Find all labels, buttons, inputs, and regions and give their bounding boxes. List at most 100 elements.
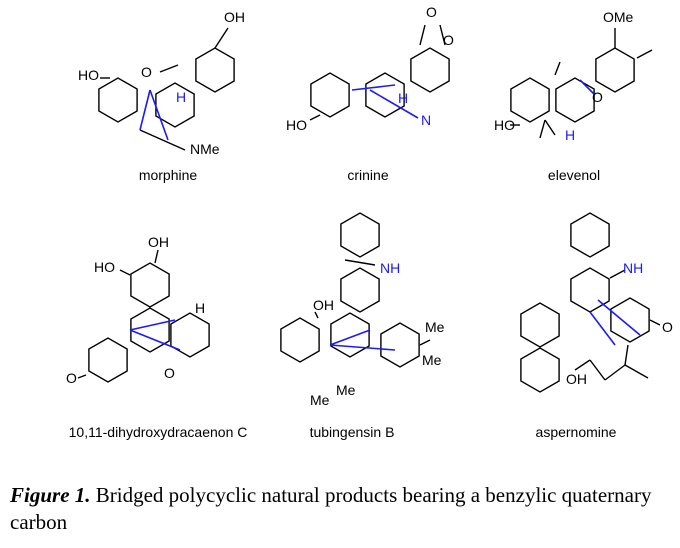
atom-label: O — [66, 370, 77, 386]
atom-label: O — [164, 365, 175, 381]
atom-label: Me — [422, 352, 442, 368]
molecule-name: crinine — [347, 167, 388, 183]
atom-label: HO — [286, 117, 307, 133]
aromatic-ring — [195, 47, 235, 93]
atom-label: H — [195, 300, 205, 316]
atom-label: O — [592, 89, 603, 105]
figure-caption: Figure 1. Bridged polycyclic natural pro… — [10, 482, 678, 536]
molecule-tubingensin-b: NH OH Me Me Me Me tubingensin B — [310, 260, 445, 440]
atom-label: OH — [224, 9, 245, 25]
ring — [280, 317, 320, 363]
molecule-crinine: O O HO H N crinine — [286, 4, 454, 183]
atom-label: H — [565, 127, 575, 143]
ring — [520, 347, 560, 393]
bond — [589, 359, 606, 381]
ring — [510, 77, 550, 123]
atom-label: OH — [148, 234, 169, 250]
bond — [309, 114, 321, 121]
ring — [340, 267, 380, 313]
bond — [139, 89, 151, 131]
aromatic-ring — [570, 212, 610, 258]
atom-label: Me — [336, 382, 356, 398]
atom-label: H — [176, 89, 186, 105]
molecule-elevenol: OMe O HO H elevenol — [494, 9, 634, 183]
atom-label: OH — [313, 297, 334, 313]
molecule-name: 10,11-dihydroxydracaenon C — [69, 424, 248, 440]
bond — [419, 339, 431, 346]
atom-label: O — [443, 32, 454, 48]
bond — [609, 269, 626, 279]
bond — [214, 27, 229, 49]
bond — [439, 24, 446, 46]
atom-label: O — [426, 4, 437, 20]
atom-label: NH — [380, 260, 400, 276]
bond — [77, 374, 87, 379]
aromatic-ring — [130, 262, 170, 308]
atom-label: H — [398, 90, 408, 106]
molecule-name: morphine — [139, 167, 198, 183]
bond — [604, 364, 626, 381]
figure-structures: OH O HO H NMe morphine O O HO H N crinin… — [66, 4, 673, 440]
aromatic-ring — [410, 47, 450, 93]
bond — [344, 259, 376, 266]
atom-label: HO — [78, 67, 99, 83]
molecule-aspernomine: NH O OH aspernomine — [536, 260, 673, 440]
bond — [579, 79, 596, 96]
bond — [149, 89, 169, 141]
caption-label: Figure 1. — [10, 483, 91, 507]
ring — [170, 312, 210, 358]
bond — [159, 64, 179, 73]
ring — [330, 312, 370, 358]
molecule-morphine: OH O HO H NMe morphine — [78, 9, 245, 183]
bond — [329, 329, 371, 346]
ring — [98, 77, 138, 123]
bond — [129, 329, 181, 351]
bond — [636, 49, 653, 59]
ring — [155, 82, 195, 128]
atom-label: O — [662, 319, 673, 335]
bond — [589, 311, 616, 346]
bond — [139, 129, 186, 151]
atom-label: HO — [494, 117, 515, 133]
atom-label: NMe — [190, 141, 220, 157]
ring — [555, 77, 595, 123]
atom-label: Me — [310, 392, 330, 408]
ring — [380, 322, 420, 368]
ring — [88, 337, 128, 383]
bond — [329, 344, 396, 351]
ring — [610, 297, 650, 343]
atom-label: NH — [623, 260, 643, 276]
bond — [119, 269, 131, 276]
bond — [314, 311, 319, 319]
bond — [369, 89, 419, 119]
bond — [154, 249, 159, 264]
ring — [130, 307, 170, 353]
atom-label: Me — [425, 319, 445, 335]
atom-label: N — [421, 112, 431, 128]
bond — [539, 119, 546, 139]
atom-label: O — [141, 64, 152, 80]
atom-label: HO — [94, 259, 115, 275]
bond — [649, 319, 661, 326]
caption-text: Bridged polycyclic natural products bear… — [10, 483, 652, 534]
aromatic-ring — [340, 212, 380, 258]
bond — [554, 61, 561, 76]
molecule-name: tubingensin B — [310, 424, 395, 440]
bond — [597, 299, 641, 336]
atom-label: OMe — [603, 9, 634, 25]
ring — [520, 302, 560, 348]
bond — [624, 364, 649, 379]
bond — [574, 359, 591, 371]
bond — [624, 344, 629, 366]
molecule-name: aspernomine — [536, 424, 617, 440]
atom-label: OH — [566, 371, 587, 387]
bond — [544, 119, 556, 136]
ring — [310, 72, 350, 118]
bond — [129, 319, 176, 331]
molecule-dracaenon-c: OH HO H O O 10,11-dihydroxydracaenon C — [66, 234, 247, 440]
bond — [351, 84, 396, 91]
aromatic-ring — [595, 47, 635, 93]
bond — [419, 24, 426, 46]
molecule-name: elevenol — [548, 167, 600, 183]
ring — [365, 72, 405, 118]
